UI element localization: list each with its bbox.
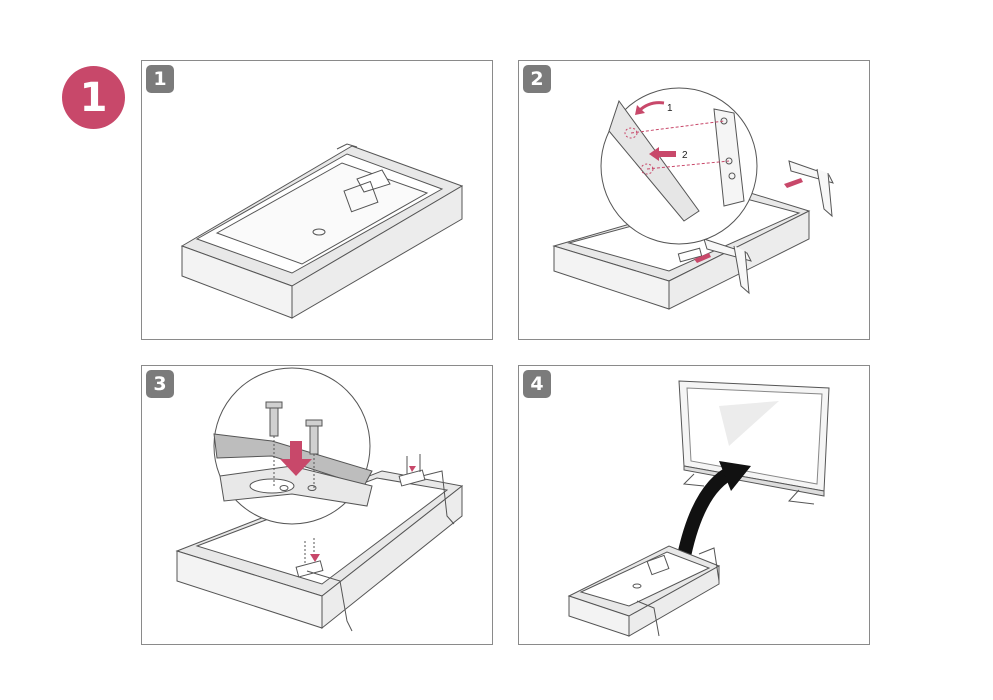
callout-2: 2 <box>682 150 688 161</box>
fasten-screws-illustration <box>175 367 464 632</box>
stand-tv-upright-illustration <box>567 380 830 637</box>
panel-2-badge: 2 <box>523 65 551 93</box>
step-number-badge: 1 <box>62 66 125 129</box>
panel-step-3: 3 <box>141 365 493 645</box>
down-arrow <box>290 441 302 461</box>
arrow-2 <box>656 151 676 157</box>
callout-1: 1 <box>667 103 673 114</box>
panel-step-1: 1 <box>141 60 493 340</box>
tv-on-cushion-illustration <box>180 143 464 319</box>
panel-step-2: 2 1 2 <box>518 60 870 340</box>
screw-icon <box>309 423 319 455</box>
panel-4-badge: 4 <box>523 370 551 398</box>
panel-step-4: 4 <box>518 365 870 645</box>
screw-icon <box>269 405 279 437</box>
rotate-up-arrow <box>677 464 738 558</box>
attach-stand-legs-illustration: 1 2 <box>552 87 834 310</box>
panel-3-badge: 3 <box>146 370 174 398</box>
panel-1-badge: 1 <box>146 65 174 93</box>
